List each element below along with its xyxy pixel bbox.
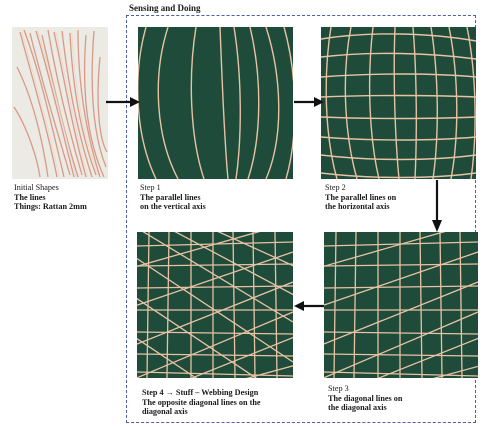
photo-step1	[138, 27, 293, 179]
initial-caption: Initial Shapes The lines Things: Rattan …	[14, 183, 87, 212]
arrow-right-2-icon	[294, 96, 324, 108]
photo-rattan-bundle	[12, 27, 108, 179]
arrow-down-icon	[431, 180, 443, 232]
arrow-right-1-icon	[106, 96, 140, 108]
step2-caption: Step 2 The parallel lines on the horizon…	[325, 183, 396, 212]
step4-caption: Step 4 → Stuff – Webbing Design The oppo…	[142, 388, 261, 417]
section-title: Sensing and Doing	[129, 3, 201, 13]
photo-step2	[321, 27, 476, 179]
photo-step3	[324, 232, 478, 378]
arrow-left-icon	[294, 300, 324, 312]
step1-caption: Step 1 The parallel lines on the vertica…	[140, 183, 206, 212]
step3-caption: Step 3 The diagonal lines on the diagona…	[328, 384, 402, 413]
photo-step4	[137, 232, 293, 378]
